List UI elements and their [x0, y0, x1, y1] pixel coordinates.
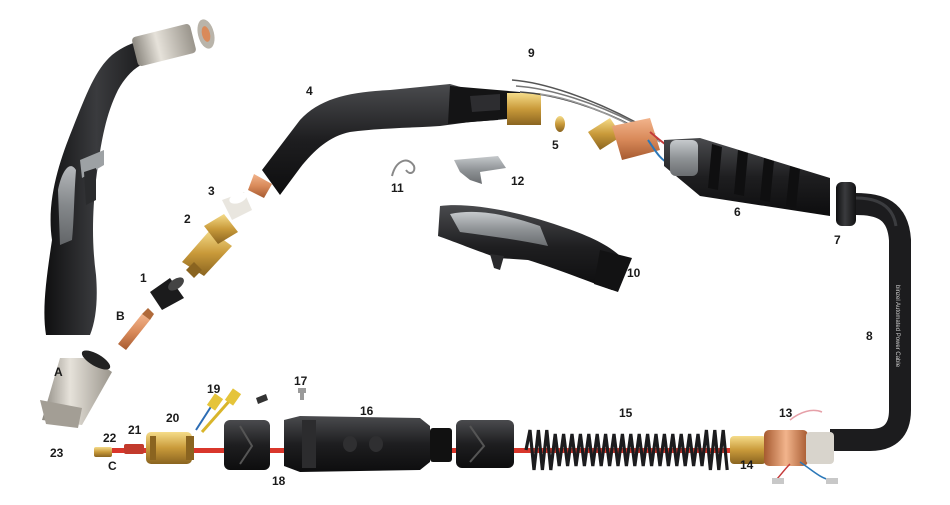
handle-rear-6 — [664, 138, 830, 216]
power-cable-8: binzel Automated Power Cable — [830, 193, 911, 451]
pin-22 — [124, 444, 144, 454]
torch-neck-4 — [248, 84, 541, 198]
ball-joint-7 — [836, 182, 856, 226]
cable-print: binzel Automated Power Cable — [894, 285, 900, 368]
callout-2: 2 — [184, 212, 191, 226]
callout-22: 22 — [103, 431, 117, 445]
callout-18: 18 — [272, 474, 286, 488]
callout-12: 12 — [511, 174, 525, 188]
callout-C: C — [108, 459, 117, 473]
insulator-3 — [222, 192, 252, 220]
gas-diffuser-2 — [182, 214, 238, 278]
callout-15: 15 — [619, 406, 633, 420]
wires-13 — [772, 409, 838, 484]
gas-nozzle-A — [40, 350, 112, 428]
callout-16: 16 — [360, 404, 374, 418]
central-connector-20 — [146, 432, 194, 464]
callout-1: 1 — [140, 271, 147, 285]
callout-8: 8 — [866, 329, 873, 343]
callout-11: 11 — [391, 181, 404, 195]
handle-shell-10 — [438, 205, 632, 292]
coupling-nut — [456, 420, 514, 468]
control-cables-19 — [195, 388, 242, 433]
screw-17 — [298, 388, 306, 400]
callout-9: 9 — [528, 46, 535, 60]
callout-5: 5 — [552, 138, 559, 152]
cable-connector-14 — [730, 430, 834, 466]
tip-holder-1 — [150, 277, 184, 310]
contact-pin-23 — [94, 447, 112, 457]
callout-B: B — [116, 309, 125, 323]
callout-10: 10 — [627, 266, 641, 280]
central-connector-housing-16 — [284, 416, 452, 472]
callout-19: 19 — [207, 382, 221, 396]
callout-20: 20 — [166, 411, 180, 425]
contact-tip-B — [118, 308, 154, 350]
small-clip — [256, 394, 268, 404]
nut-18 — [224, 420, 270, 470]
callout-14: 14 — [740, 458, 754, 472]
callout-17: 17 — [294, 374, 308, 388]
callout-4: 4 — [306, 84, 313, 98]
assembled-torch — [44, 19, 215, 335]
callout-6: 6 — [734, 205, 741, 219]
callout-13: 13 — [779, 406, 793, 420]
spring-15 — [524, 429, 729, 471]
callout-23: 23 — [50, 446, 64, 460]
callout-3: 3 — [208, 184, 215, 198]
callout-A: A — [54, 365, 63, 379]
spring-clip-11 — [391, 159, 416, 177]
callout-21: 21 — [128, 423, 142, 437]
nut-5 — [555, 116, 565, 132]
callout-7: 7 — [834, 233, 841, 247]
trigger-bracket-12 — [454, 156, 506, 184]
